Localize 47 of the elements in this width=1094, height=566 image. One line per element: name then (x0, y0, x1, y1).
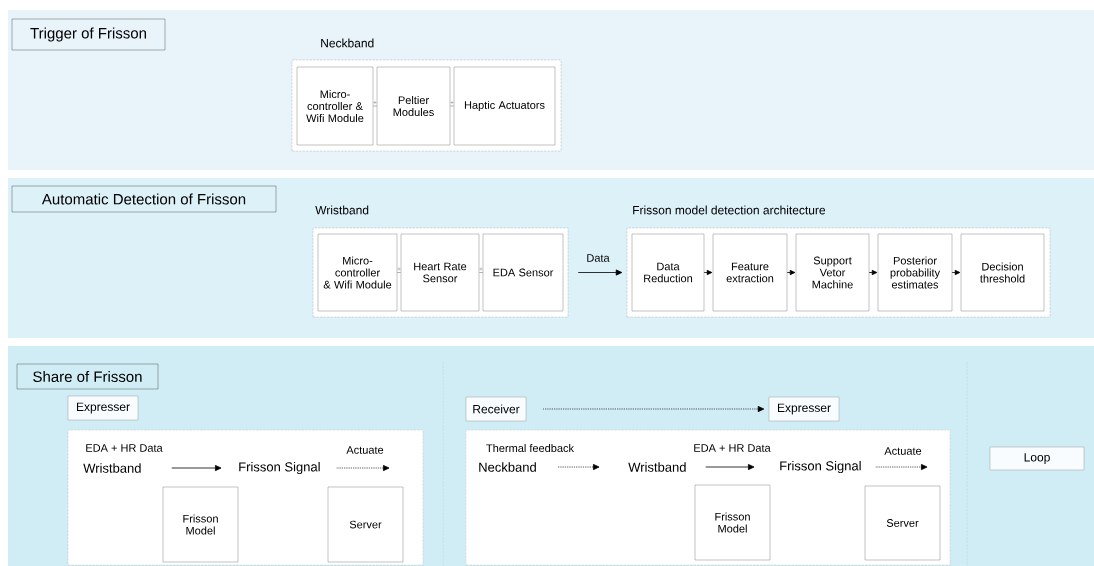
arrow (171, 465, 222, 472)
edge-label: Actuate (884, 447, 922, 455)
arrow (336, 465, 390, 472)
role-label: Receiver (465, 396, 527, 422)
role-label: Expresser (67, 395, 139, 421)
arrow (705, 464, 755, 471)
arrow (951, 269, 961, 276)
component-box: Support Vetor Machine (795, 233, 870, 312)
section-title: Share of Frisson (16, 363, 159, 390)
component-box: Micro-controller & Wifi Module (296, 66, 374, 146)
arrow (875, 464, 928, 471)
component-box: Heart Rate Sensor (400, 233, 480, 312)
section-title: Trigger of Frisson (11, 18, 166, 51)
device-label: Frisson Signal (239, 461, 320, 475)
component-box: Frisson Model (694, 484, 771, 561)
component-box: Micro-controller & Wifi Module (317, 233, 398, 312)
edge-label: Thermal feedback (486, 443, 575, 453)
arrow (868, 269, 878, 276)
arrow (703, 269, 713, 276)
role-label: Loop (989, 446, 1085, 471)
component-box: Peltier Modules (376, 66, 451, 146)
role-label: Expresser (768, 396, 840, 422)
component-box: Posterior probability estimates (877, 233, 953, 312)
edge-label: Actuate (346, 446, 384, 454)
component-box: EDA Sensor (482, 233, 564, 312)
node-label: Neckband (321, 38, 374, 48)
device-label: Wristband (628, 462, 686, 472)
component-box: Haptic Actuators (453, 66, 556, 146)
component-box: Frisson Model (162, 486, 239, 563)
node-label: Frisson model detection architecture (633, 205, 826, 215)
device-label: Frisson Signal (780, 460, 861, 474)
component-box: Server (327, 486, 404, 563)
node-label: Wristband (315, 205, 369, 215)
edge-label: EDA + HR Data (86, 444, 163, 452)
section-title: Automatic Detection of Frisson (11, 185, 277, 213)
component-box: Server (864, 485, 941, 561)
edge-label: Data (587, 254, 610, 262)
arrow (786, 269, 796, 276)
edge-label: EDA + HR Data (694, 444, 771, 452)
component-box: Feature extraction (712, 233, 788, 312)
device-label: Neckband (479, 462, 536, 472)
arrow (542, 406, 765, 413)
arrow (577, 269, 623, 276)
component-box: Data Reduction (631, 233, 705, 312)
arrow (557, 464, 600, 471)
device-label: Wristband (83, 463, 141, 473)
component-box: Decision threshold (960, 233, 1045, 312)
